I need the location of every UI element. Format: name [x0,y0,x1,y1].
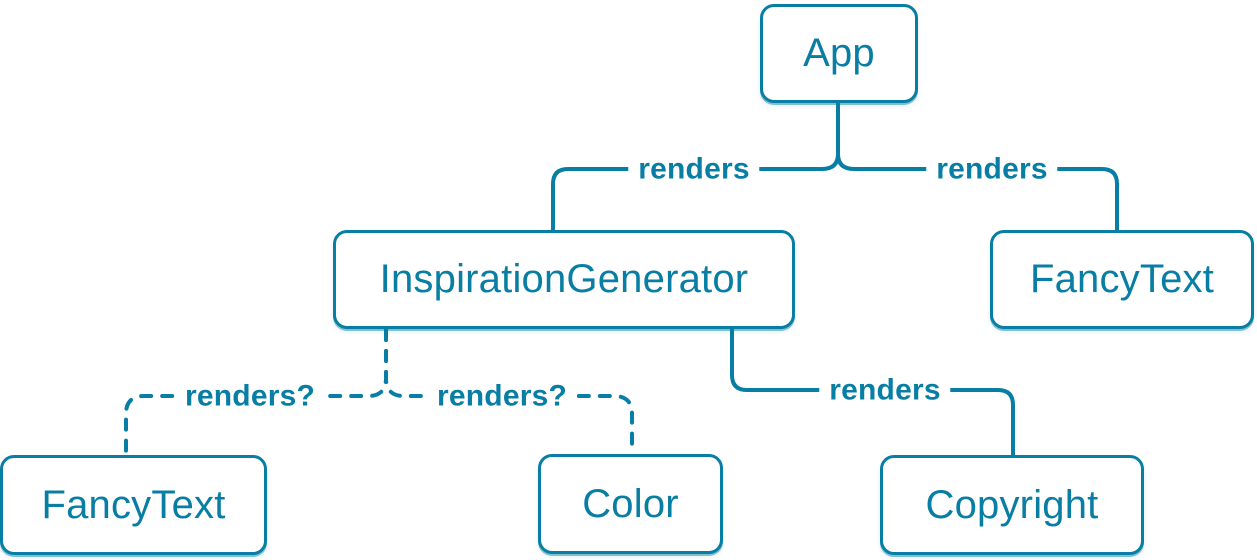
node-fancy-text-bottom-label: FancyText [41,482,226,527]
edge-label-renders-maybe-color: renders? [427,378,577,414]
edge-label-renders-inspirationgenerator: renders [628,151,760,187]
node-color: Color [538,454,723,554]
node-copyright-label: Copyright [925,482,1099,527]
node-inspiration-generator-label: InspirationGenerator [379,257,749,301]
node-fancy-text-top: FancyText [990,230,1254,329]
node-copyright: Copyright [880,455,1144,555]
node-inspiration-generator: InspirationGenerator [333,230,795,329]
edge-label-renders-copyright: renders [819,372,951,408]
node-app-label: App [803,31,875,75]
edge-label-renders-maybe-fancytext: renders? [175,378,325,414]
node-fancy-text-bottom: FancyText [0,455,267,555]
node-app: App [760,4,918,103]
node-fancy-text-top-label: FancyText [1029,257,1215,301]
edge-label-renders-fancytext: renders [926,151,1058,187]
node-color-label: Color [582,481,679,526]
